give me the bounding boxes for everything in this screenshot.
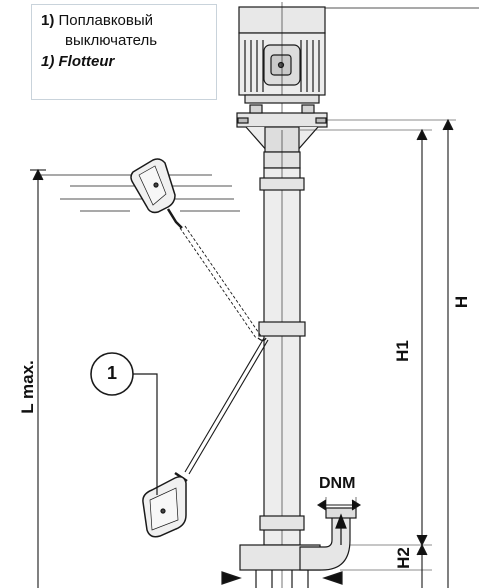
float-cable-upper — [179, 225, 267, 342]
dnm-label: DNM — [319, 475, 356, 492]
h-label: H — [452, 295, 471, 309]
dnm-dimension-line — [316, 497, 362, 512]
legend-fr-line: 1) Flotteur — [41, 53, 115, 70]
h-dimension-line — [327, 118, 456, 588]
h1-label: H1 — [393, 340, 412, 362]
lower-float — [142, 471, 188, 538]
mounting-plate — [236, 104, 328, 128]
bottom-arrows — [221, 571, 343, 585]
l-max-label: L max. — [18, 360, 37, 414]
callout-number: 1 — [106, 363, 117, 383]
legend-ru-line1: Поплавковый — [58, 12, 154, 29]
h2-dimension-line — [340, 543, 432, 588]
legend-number: 1) — [41, 12, 55, 29]
pump-housing — [239, 507, 357, 588]
float-cable-lower — [184, 337, 269, 475]
callout-1 — [90, 352, 158, 495]
pump-column — [258, 130, 306, 588]
h1-dimension-line — [300, 128, 432, 547]
l-max-dimension-line — [30, 168, 46, 588]
motor — [238, 2, 326, 118]
h2-label: H2 — [394, 547, 413, 569]
flow-arrow — [335, 513, 347, 545]
legend-box: 1) Поплавковый выключатель 1) Flotteur — [31, 4, 217, 100]
upper-float — [130, 158, 183, 229]
legend-ru-line2: выключатель — [65, 32, 158, 49]
